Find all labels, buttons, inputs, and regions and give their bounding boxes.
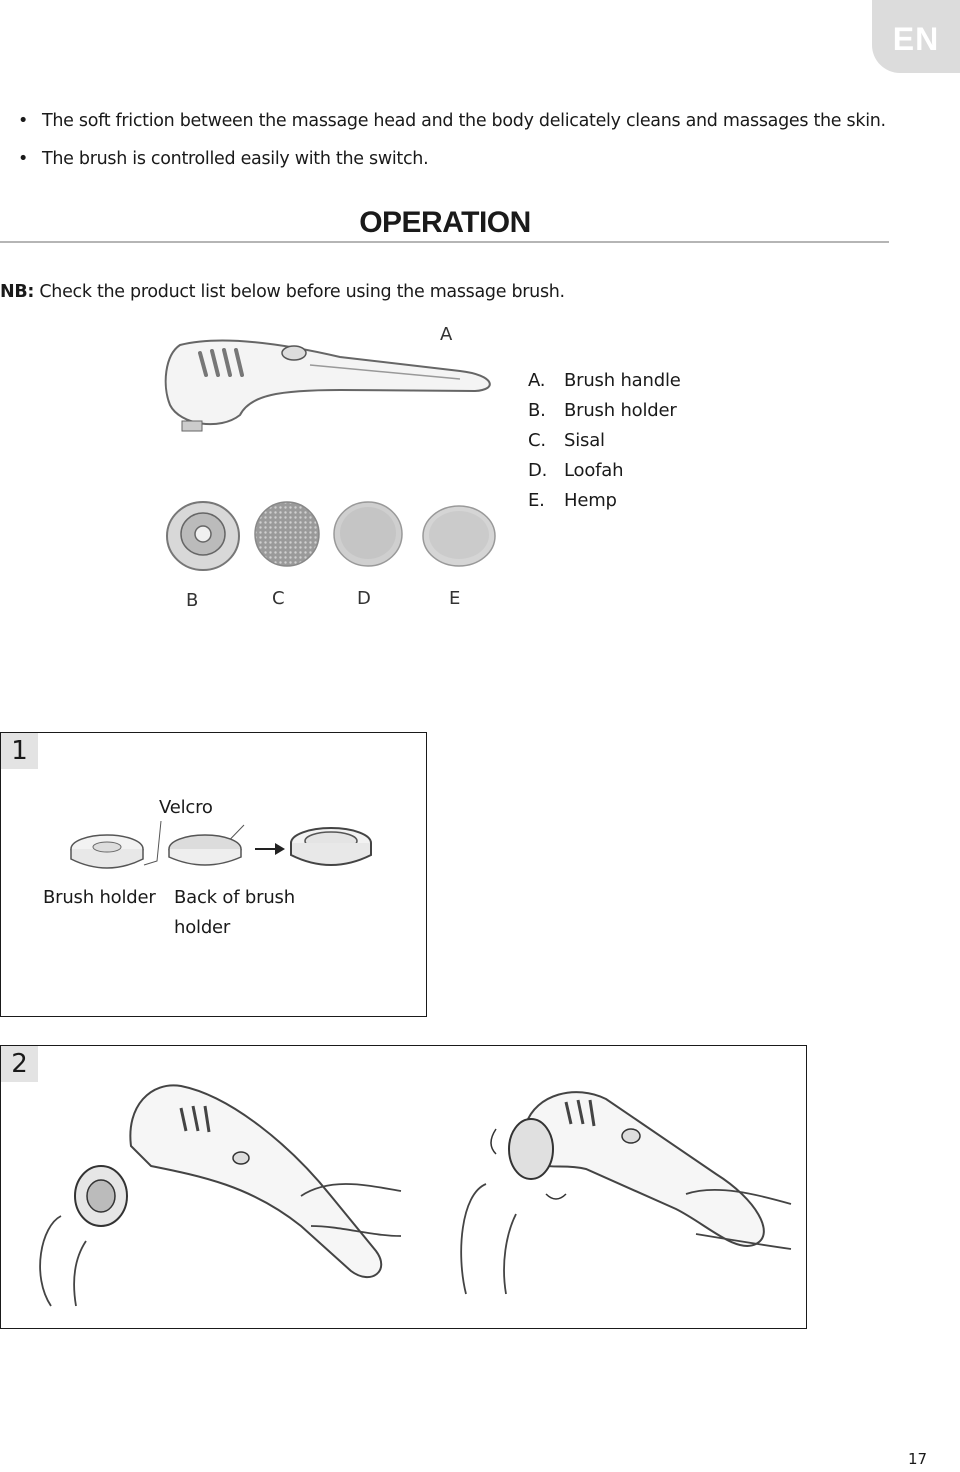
intro-bullet-list: The soft friction between the massage he… [18, 102, 886, 178]
bullet-item: The soft friction between the massage he… [18, 102, 886, 140]
step-2-number: 2 [1, 1046, 38, 1082]
back-label-line-2: holder [174, 917, 231, 938]
page-number: 17 [908, 1450, 928, 1468]
back-label-line-1: Back of brush [174, 887, 295, 908]
step-1-box: 1 Velcro Brush holder Back of brush hold… [0, 732, 427, 1017]
part-item: E.Hemp [528, 490, 617, 511]
part-item: C.Sisal [528, 430, 605, 451]
figure-label-b: B [186, 590, 199, 611]
figure-label-e: E [449, 588, 461, 609]
note-line: NB: Check the product list below before … [0, 282, 565, 302]
title-divider [0, 241, 889, 243]
back-of-brush-holder-label: Back of brush holder [174, 883, 295, 943]
step-1-number: 1 [1, 733, 38, 769]
note-text: Check the product list below before usin… [34, 282, 565, 302]
parts-list: A.Brush handle B.Brush holder C.Sisal D.… [528, 366, 681, 516]
velcro-label: Velcro [159, 797, 213, 818]
brush-handle-illustration [164, 339, 491, 432]
step-2-right-illustration [460, 1091, 792, 1295]
step-2-box: 2 [0, 1045, 807, 1329]
loofah-pad-illustration [333, 501, 403, 567]
brush-holder-illustration [166, 501, 240, 571]
part-item: A.Brush handle [528, 370, 681, 391]
hemp-pad-illustration [422, 505, 496, 567]
section-title: OPERATION [359, 206, 531, 239]
part-item: D.Loofah [528, 460, 624, 481]
step-2-left-illustration [39, 1084, 402, 1307]
sisal-pad-illustration [254, 501, 320, 567]
bullet-item: The brush is controlled easily with the … [18, 140, 886, 178]
figure-label-a: A [440, 324, 453, 345]
part-item: B.Brush holder [528, 400, 677, 421]
language-tab: EN [872, 0, 960, 73]
figure-label-c: C [272, 588, 285, 609]
step-1-illustration [70, 820, 372, 869]
figure-label-d: D [357, 588, 371, 609]
brush-holder-label: Brush holder [43, 887, 156, 908]
note-prefix: NB: [0, 282, 35, 302]
